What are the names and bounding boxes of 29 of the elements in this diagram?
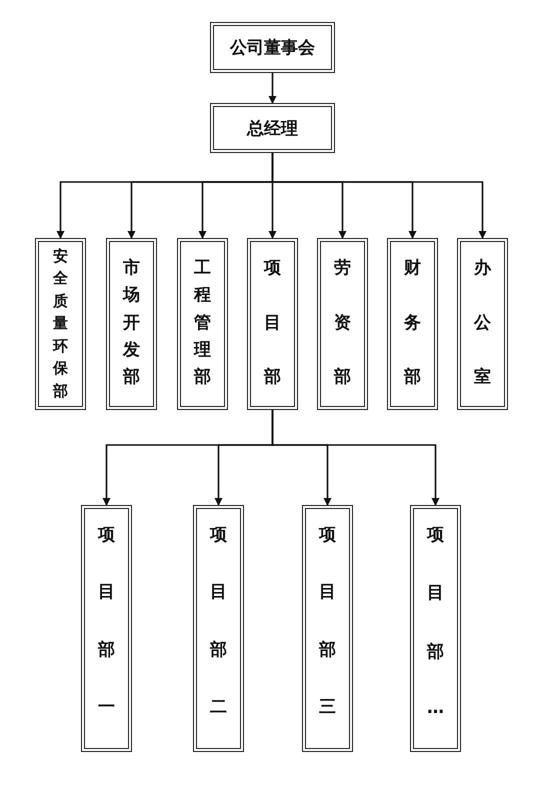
department-box bbox=[387, 238, 438, 410]
department-label: 办公室 bbox=[472, 257, 492, 388]
department-label: 项目部二 bbox=[208, 524, 228, 718]
department-label: 财务部 bbox=[402, 257, 422, 388]
department-label: 项目部三 bbox=[318, 524, 337, 718]
department-label: 项目部… bbox=[426, 524, 445, 718]
department-box bbox=[35, 238, 86, 410]
department-box bbox=[81, 505, 132, 752]
department-label: 工程管理部 bbox=[192, 257, 212, 388]
department-box bbox=[247, 238, 298, 410]
department-box bbox=[457, 238, 508, 410]
department-box bbox=[106, 238, 157, 410]
department-label: 公司董事会 bbox=[230, 37, 315, 59]
department-box bbox=[410, 505, 461, 752]
arrow bbox=[272, 410, 440, 506]
department-box bbox=[193, 505, 244, 752]
org-box bbox=[210, 103, 335, 153]
department-label: 市场开发部 bbox=[121, 257, 141, 388]
department-label: 项目部一 bbox=[96, 524, 116, 718]
arrow bbox=[272, 153, 486, 239]
arrow bbox=[268, 73, 276, 104]
org-box bbox=[210, 22, 335, 73]
department-box bbox=[317, 238, 368, 410]
department-label: 总经理 bbox=[247, 118, 298, 140]
department-box bbox=[302, 505, 353, 752]
department-label: 劳资部 bbox=[332, 257, 352, 388]
department-label: 安全质量环保部 bbox=[52, 248, 69, 400]
department-label: 项目部 bbox=[262, 257, 282, 388]
department-box bbox=[177, 238, 228, 410]
